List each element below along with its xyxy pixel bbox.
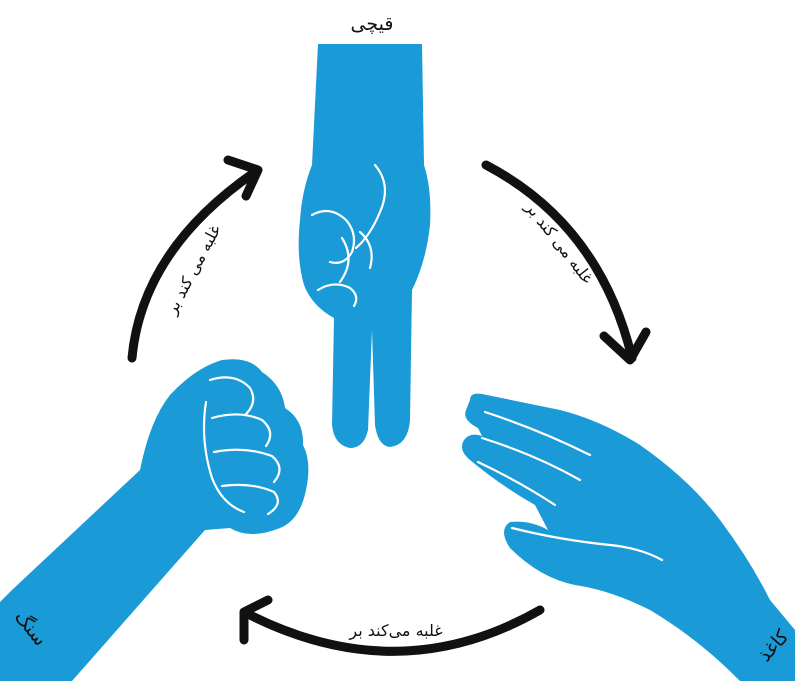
arrow-right-curve [486, 165, 632, 358]
paper-hand-shape [462, 394, 795, 681]
paper-hand-icon [462, 394, 795, 681]
scissors-hand-icon [299, 44, 431, 448]
arrow-right-label: غلبه می کند بر [520, 197, 597, 288]
arrow-left-label: غلبه می کند بر [161, 222, 225, 319]
scissors-hand-shape [299, 44, 431, 448]
arrow-bottom-label: غلبه می‌کند بر [348, 621, 442, 641]
scissors-label: قیچی [351, 13, 394, 35]
